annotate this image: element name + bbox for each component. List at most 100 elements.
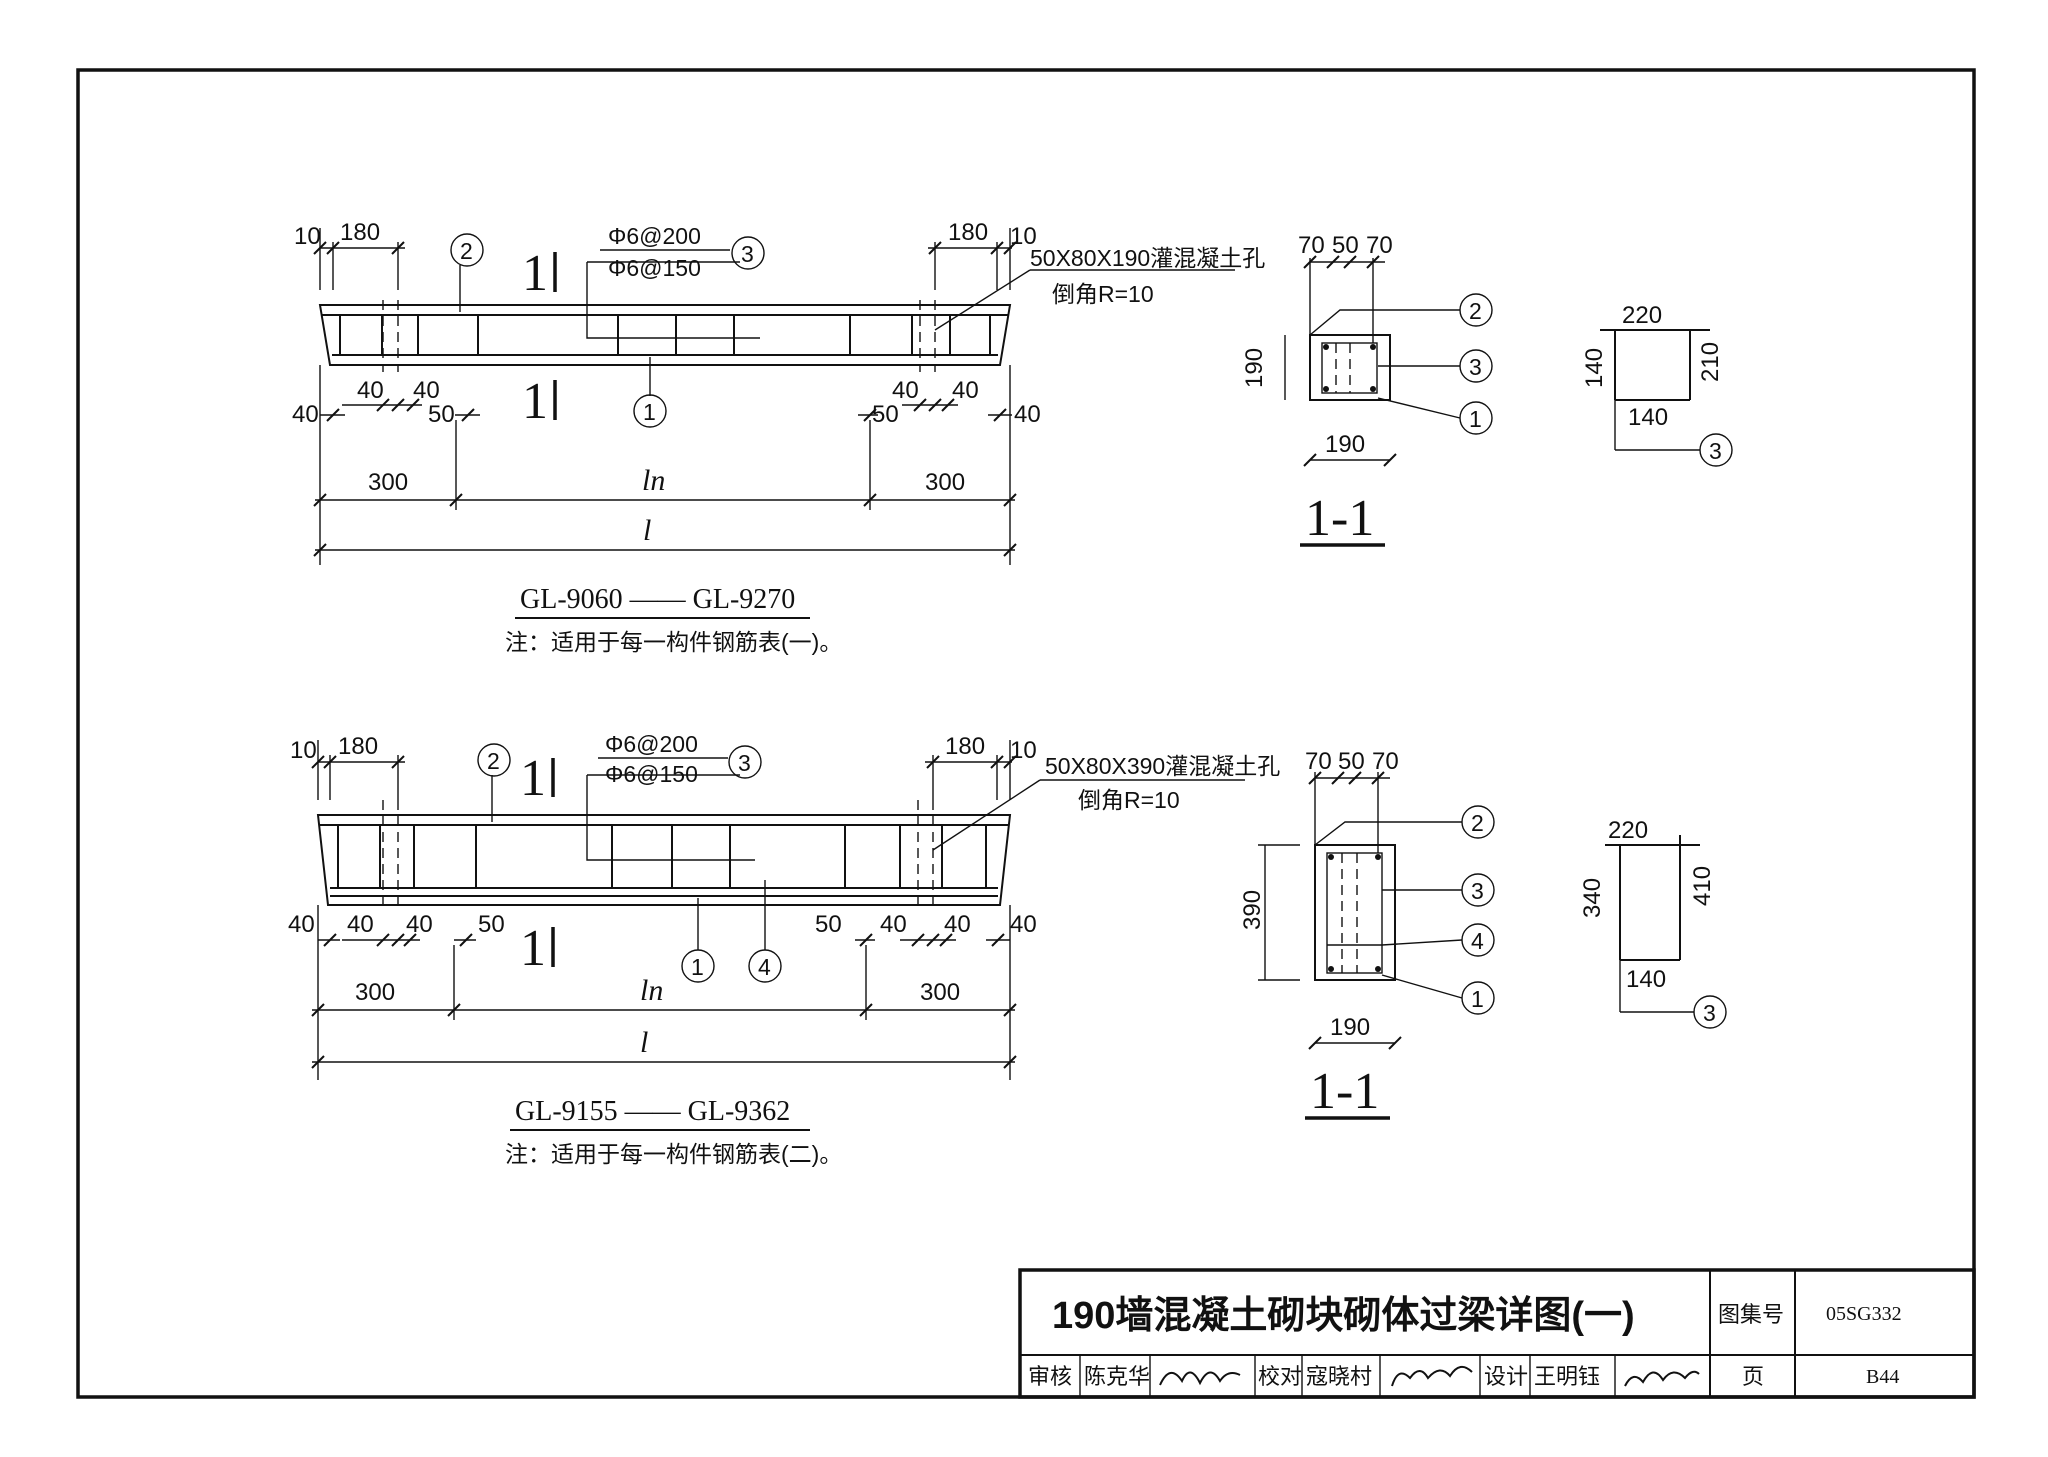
section2-mark-bottom: 1 — [520, 920, 546, 977]
section-2-title: 1-1 — [1310, 1063, 1379, 1120]
stirrup-1-left: 140 — [1581, 348, 1608, 388]
hole-note-2: 50X80X390灌混凝土孔 — [1045, 753, 1280, 779]
dim2-300-left: 300 — [355, 979, 395, 1006]
svg-text:3: 3 — [1471, 878, 1484, 904]
dim-l: l — [643, 514, 651, 547]
dim2-right-10: 10 — [1010, 737, 1037, 764]
check-label: 校对 — [1258, 1364, 1302, 1389]
dim-left-180: 180 — [340, 219, 380, 246]
checker-signature — [1391, 1365, 1473, 1387]
hole-note: 50X80X190灌混凝土孔 — [1030, 245, 1265, 271]
design-label: 设计 — [1484, 1364, 1528, 1389]
section-1-title: 1-1 — [1305, 490, 1374, 547]
callout2-2: 2 — [487, 748, 500, 774]
svg-text:70: 70 — [1372, 748, 1399, 775]
svg-text:50: 50 — [478, 911, 505, 938]
stirrup-1-top: 220 — [1622, 302, 1662, 329]
svg-text:2: 2 — [1469, 298, 1482, 324]
review-label: 审核 — [1028, 1364, 1072, 1389]
stirrup-shape-1-callout: 3 — [1709, 438, 1722, 464]
stirrup-2-left: 340 — [1579, 878, 1606, 918]
designer-name: 王明钰 — [1534, 1364, 1600, 1389]
chamfer-note: 倒角R=10 — [1052, 281, 1154, 307]
svg-text:1: 1 — [1471, 986, 1484, 1012]
dim2-300-right: 300 — [920, 979, 960, 1006]
stirrup-1-right: 210 — [1697, 342, 1724, 382]
reviewer-signature — [1159, 1371, 1241, 1386]
dim2-right-180: 180 — [945, 733, 985, 760]
callout2-1: 1 — [691, 954, 704, 980]
section2-mark-top: 1 — [520, 750, 546, 807]
section-mark-bottom: 1 — [522, 373, 548, 430]
model-range-2: GL-9155 —— GL-9362 — [515, 1096, 790, 1127]
dim2-l: l — [640, 1026, 648, 1059]
stirrup-1-bottom: 140 — [1628, 404, 1668, 431]
svg-text:50: 50 — [1338, 748, 1365, 775]
designer-signature — [1624, 1370, 1700, 1387]
svg-text:70: 70 — [1305, 748, 1332, 775]
reviewer-name: 陈克华 — [1084, 1364, 1150, 1389]
dim-right-10: 10 — [1010, 223, 1037, 250]
callout-1: 1 — [643, 399, 656, 425]
svg-text:40: 40 — [880, 911, 907, 938]
section-2-height: 390 — [1239, 890, 1266, 930]
dim2-left-180: 180 — [338, 733, 378, 760]
svg-text:4: 4 — [1471, 928, 1484, 954]
stirrup2-spacing-a: Φ6@200 — [605, 731, 698, 757]
svg-text:2: 2 — [1471, 810, 1484, 836]
svg-text:50: 50 — [1332, 232, 1359, 259]
callout-3: 3 — [741, 241, 754, 267]
section-1-height: 190 — [1241, 348, 1268, 388]
callout2-4: 4 — [758, 954, 771, 980]
dim-ln: ln — [642, 464, 665, 497]
stirrup-shape-2-callout: 3 — [1703, 1000, 1716, 1026]
detail-1-elevation: 10 180 180 10 Φ6@200 Φ6@150 50X80X190灌混凝… — [292, 219, 1265, 655]
section-2-width: 190 — [1330, 1014, 1370, 1041]
model-range-1: GL-9060 —— GL-9270 — [520, 584, 795, 615]
svg-text:50: 50 — [428, 401, 455, 428]
svg-text:40: 40 — [1010, 911, 1037, 938]
stirrup-2-bottom: 140 — [1626, 966, 1666, 993]
detail-2-elevation: 10 180 180 10 Φ6@200 Φ6@150 50X80X390灌混凝… — [288, 731, 1280, 1167]
detail-2-stirrup-shape: 3 220 340 410 140 — [1579, 817, 1727, 1029]
detail-1-section: 70 50 70 190 190 1-1 2 3 1 — [1241, 232, 1493, 547]
section-mark-top: 1 — [522, 245, 548, 302]
svg-text:40: 40 — [952, 377, 979, 404]
dim2-ln: ln — [640, 974, 663, 1007]
atlas-number: 05SG332 — [1826, 1303, 1902, 1325]
dim2-left-10: 10 — [290, 737, 317, 764]
stirrup-2-right: 410 — [1689, 866, 1716, 906]
callout-2: 2 — [460, 238, 473, 264]
svg-text:40: 40 — [406, 911, 433, 938]
svg-text:40: 40 — [944, 911, 971, 938]
checker-name: 寇晓村 — [1306, 1364, 1372, 1389]
svg-text:3: 3 — [1469, 354, 1482, 380]
stirrup-2-top: 220 — [1608, 817, 1648, 844]
page-number: B44 — [1866, 1366, 1899, 1388]
dim-right-180: 180 — [948, 219, 988, 246]
svg-text:40: 40 — [357, 377, 384, 404]
detail-1-stirrup-shape: 3 220 140 210 140 — [1581, 302, 1733, 467]
svg-text:50: 50 — [815, 911, 842, 938]
svg-text:40: 40 — [288, 911, 315, 938]
stirrup-spacing-b: Φ6@150 — [608, 255, 701, 281]
svg-text:40: 40 — [892, 377, 919, 404]
stirrup-spacing-a: Φ6@200 — [608, 223, 701, 249]
svg-text:40: 40 — [1014, 401, 1041, 428]
svg-text:1: 1 — [1469, 406, 1482, 432]
dim-300-right: 300 — [925, 469, 965, 496]
callout2-3: 3 — [738, 750, 751, 776]
page-label: 页 — [1742, 1364, 1764, 1389]
dim-left-10: 10 — [294, 223, 321, 250]
svg-text:70: 70 — [1366, 232, 1393, 259]
detail-2-section: 70 50 70 390 190 1-1 2 3 4 1 — [1239, 748, 1495, 1120]
note-1: 注：适用于每一构件钢筋表(一)。 — [505, 629, 842, 655]
stirrup2-spacing-b: Φ6@150 — [605, 761, 698, 787]
svg-text:40: 40 — [347, 911, 374, 938]
dim-300-left: 300 — [368, 469, 408, 496]
drawing-title: 190墙混凝土砌块砌体过梁详图(一) — [1052, 1295, 1635, 1337]
svg-text:40: 40 — [292, 401, 319, 428]
note-2: 注：适用于每一构件钢筋表(二)。 — [505, 1141, 842, 1167]
svg-text:70: 70 — [1298, 232, 1325, 259]
